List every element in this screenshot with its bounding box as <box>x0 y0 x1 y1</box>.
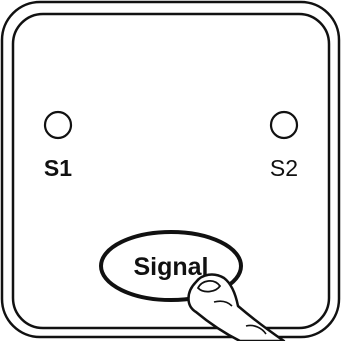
fingernail <box>196 280 222 293</box>
finger-crease <box>213 300 233 307</box>
s2-led-icon <box>269 110 299 140</box>
s1-led-icon <box>43 110 73 140</box>
signal-button-label[interactable]: Signal <box>133 253 208 281</box>
s1-label: S1 <box>44 155 72 181</box>
finger-crease-2 <box>245 324 267 335</box>
indicator-s1: S1 <box>43 110 73 181</box>
s2-label: S2 <box>270 155 298 181</box>
indicator-s2: S2 <box>269 110 299 181</box>
panel-face <box>11 12 331 330</box>
pointing-finger-icon <box>187 273 286 341</box>
